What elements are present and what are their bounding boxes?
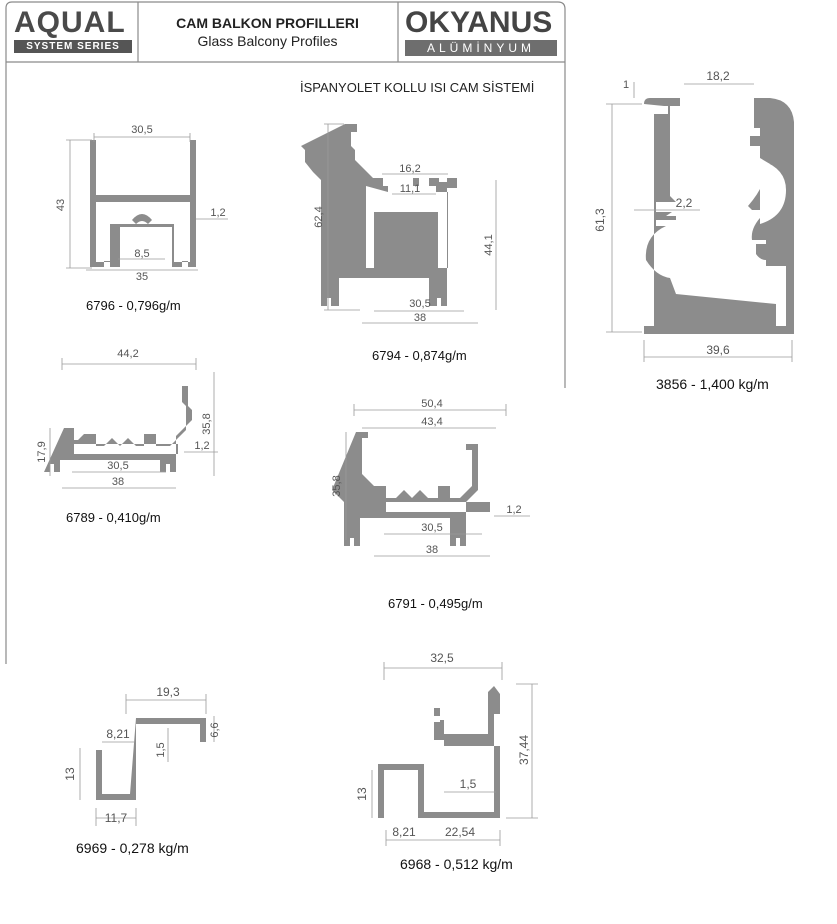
dim-6796-wall: 1,2 [210,207,225,219]
dim-6969-offset: 8,21 [106,727,130,741]
header-title-tr: CAM BALKON PROFILLERI [176,15,359,31]
dim-6794-width-bottom: 38 [414,312,426,324]
dim-6796-width-top: 30,5 [131,124,152,136]
profile-6969-drawing: 19,3 6,6 8,21 1,5 13 11,7 [63,685,221,826]
dim-6791-wall: 1,2 [506,504,521,516]
caption-6789: 6789 - 0,410g/m [66,510,161,525]
dim-3856-lip: 1 [623,79,629,91]
dim-6794-height-right: 44,1 [483,234,495,255]
okyanus-logo: OKYANUS ALÜMİNYUM [405,8,557,56]
dim-6796-inner: 8,5 [134,248,149,260]
okyanus-logo-subtitle: ALÜMİNYUM [405,40,557,56]
profile-6789-drawing: 44,2 17,9 35,8 1,2 30,5 38 [36,348,218,489]
caption-6969: 6969 - 0,278 kg/m [76,840,189,856]
dim-3856-wall: 2,2 [676,196,693,210]
dim-6789-height-right: 35,8 [201,413,213,434]
profile-6791-drawing: 50,4 43,4 35,8 1,2 30,5 38 [331,398,530,557]
aqual-logo-subtitle: SYSTEM SERIES [14,40,132,53]
dim-6791-width-outer: 50,4 [421,398,442,410]
dim-6789-inner: 30,5 [107,460,128,472]
dim-6789-wall: 1,2 [194,440,209,452]
dim-6789-height-left: 17,9 [36,441,48,462]
profile-6794-drawing: 62,4 16,2 11,1 44,1 30,5 38 [301,123,497,324]
profile-3856-drawing: 1 18,2 61,3 2,2 39,6 [593,69,794,362]
dim-3856-height: 61,3 [593,208,607,232]
dim-6791-height: 35,8 [331,475,343,496]
dim-6791-width-bottom: 38 [426,544,438,556]
dim-6796-width-bottom: 35 [136,271,148,283]
dim-3856-width-top: 18,2 [706,69,730,83]
dim-6968-offset: 8,21 [392,825,416,839]
dim-6969-width-bottom: 11,7 [105,811,128,825]
dim-6969-lip: 6,6 [209,722,221,737]
header-title-en: Glass Balcony Profiles [197,33,338,49]
dim-6794-inner-bottom: 30,5 [409,298,430,310]
dim-6968-width-top: 32,5 [430,651,454,665]
dim-6968-height-right: 37,44 [517,735,531,765]
dim-6794-top-outer: 16,2 [399,163,420,175]
aqual-logo-word: AQUAL [14,6,126,39]
dim-6791-width-inner: 43,4 [421,416,442,428]
dim-6969-wall: 1,5 [155,742,167,757]
dim-6968-width-bottom: 22,54 [445,825,475,839]
caption-3856: 3856 - 1,400 kg/m [656,376,769,392]
dim-6789-width-top: 44,2 [117,348,138,360]
header-title: CAM BALKON PROFILLERI Glass Balcony Prof… [140,14,395,50]
caption-6791: 6791 - 0,495g/m [388,596,483,611]
dim-6791-inner: 30,5 [421,522,442,534]
aqual-logo: AQUAL SYSTEM SERIES [14,8,132,53]
dim-6794-top-inner: 11,1 [400,183,421,195]
dim-6789-width-bottom: 38 [112,476,124,488]
okyanus-logo-word: OKYANUS [405,6,553,39]
system-title: İSPANYOLET KOLLU ISI CAM SİSTEMİ [300,80,535,95]
dim-6794-height-left: 62,4 [313,206,325,227]
profile-6968-drawing: 32,5 37,44 13 1,5 8,21 22,54 [355,651,538,846]
dim-6968-wall: 1,5 [460,777,477,791]
dim-6796-height: 43 [55,199,67,211]
caption-6968: 6968 - 0,512 kg/m [400,856,513,872]
dim-3856-width-bottom: 39,6 [706,343,730,357]
dim-6969-width-top: 19,3 [156,685,180,699]
caption-6796: 6796 - 0,796g/m [86,298,181,313]
dim-6969-height: 13 [63,767,77,781]
caption-6794: 6794 - 0,874g/m [372,348,467,363]
profile-6796-drawing: 30,5 43 1,2 8,5 35 [55,124,228,283]
dim-6968-height-left: 13 [355,787,369,801]
